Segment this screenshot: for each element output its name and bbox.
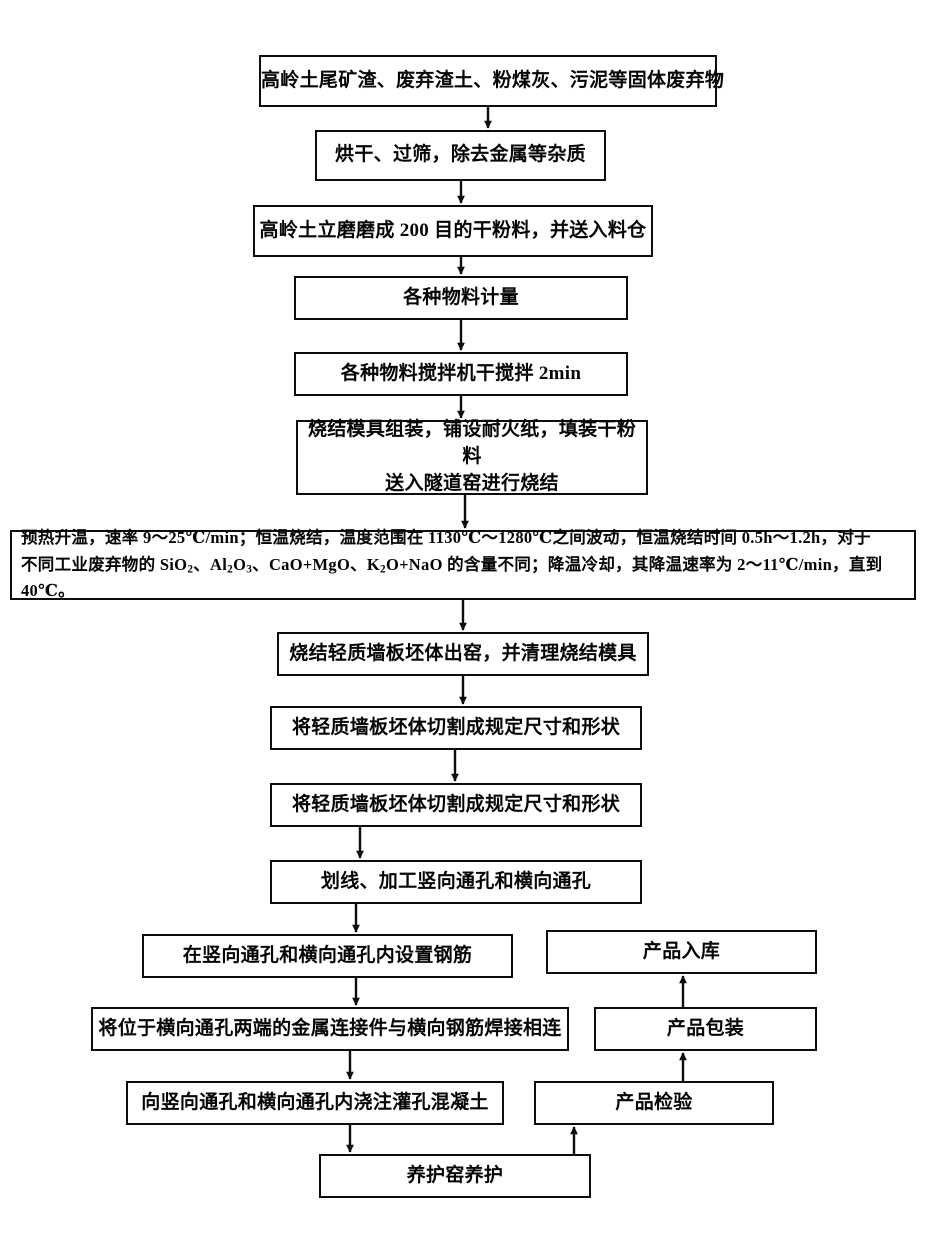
process-node-product-inspection: 产品检验 [534,1081,774,1125]
node-label: 向竖向通孔和横向通孔内浇注灌孔混凝土 [141,1091,489,1113]
node-label: 在竖向通孔和横向通孔内设置钢筋 [182,944,473,966]
node-label: 养护窑养护 [406,1164,504,1186]
process-node-product-packaging: 产品包装 [594,1007,817,1051]
node-label: 各种物料计量 [403,286,519,308]
process-node-cutting-1: 将轻质墙板坯体切割成规定尺寸和形状 [270,706,642,750]
parameters-line-2-a: 不同工业废弃物的 SiO [21,554,188,574]
parameters-line-2-e: O+NaO 的含量不同；降温冷却，其降温速率为 2～11℃/min，直到 40℃… [21,554,883,601]
node-label: 划线、加工竖向通孔和横向通孔 [320,870,592,892]
process-node-unloading-kiln: 烧结轻质墙板坯体出窑，并清理烧结模具 [277,632,649,676]
process-node-marking-drilling: 划线、加工竖向通孔和横向通孔 [270,860,642,904]
node-label: 产品检验 [615,1091,693,1113]
subscript-al2: 2 [227,563,234,576]
node-label: 烧结轻质墙板坯体出窑，并清理烧结模具 [289,642,637,664]
subscript-k2: 2 [380,563,386,576]
node-label: 高岭土尾矿渣、废弃渣土、粉煤灰、污泥等固体废弃物 [261,69,725,91]
subscript-o3: 3 [246,563,253,576]
process-node-curing-kiln: 养护窑养护 [319,1154,591,1198]
process-node-drying-screening: 烘干、过筛，除去金属等杂质 [315,130,606,181]
parameters-line-2-b: 、Al [193,554,228,574]
parameters-line-2-c: O [233,554,247,574]
process-node-weld-connectors: 将位于横向通孔两端的金属连接件与横向钢筋焊接相连 [91,1007,569,1051]
node-label: 高岭土立磨磨成 200 目的干粉料，并送入料仓 [259,219,647,241]
process-node-material-weighing: 各种物料计量 [294,276,628,320]
parameters-line-2: 不同工业废弃物的 SiO2、Al2O3、CaO+MgO、K2O+NaO 的含量不… [21,552,905,605]
process-node-install-rebar: 在竖向通孔和横向通孔内设置钢筋 [142,934,513,978]
node-label: 产品包装 [666,1017,745,1039]
process-node-cutting-2: 将轻质墙板坯体切割成规定尺寸和形状 [270,783,642,827]
process-node-raw-materials: 高岭土尾矿渣、废弃渣土、粉煤灰、污泥等固体废弃物 [259,55,724,107]
subscript-sio2: 2 [187,563,194,576]
process-node-vertical-milling: 高岭土立磨磨成 200 目的干粉料，并送入料仓 [253,205,653,257]
node-label: 各种物料搅拌机干搅拌 2min [340,362,582,384]
process-node-pour-concrete: 向竖向通孔和横向通孔内浇注灌孔混凝土 [126,1081,504,1125]
parameters-line-2-d: 、CaO+MgO、K [252,554,381,574]
node-label: 烧结模具组装，铺设耐火纸，填装干粉料 送入隧道窑进行烧结 [298,417,646,498]
node-label: 烘干、过筛，除去金属等杂质 [335,144,586,166]
node-label: 产品入库 [642,940,721,962]
process-node-dry-mixing: 各种物料搅拌机干搅拌 2min [294,352,628,396]
process-node-mould-assembly-sintering: 烧结模具组装，铺设耐火纸，填装干粉料 送入隧道窑进行烧结 [296,417,648,498]
node-label: 预热升温，速率 9～25℃/min；恒温烧结，温度范围在 1130℃～1280℃… [12,525,914,605]
node-label-line-1: 烧结模具组装，铺设耐火纸，填装干粉料 [307,419,637,468]
parameters-line-1: 预热升温，速率 9～25℃/min；恒温烧结，温度范围在 1130℃～1280℃… [21,527,871,547]
node-label: 将位于横向通孔两端的金属连接件与横向钢筋焊接相连 [98,1017,562,1039]
node-label: 将轻质墙板坯体切割成规定尺寸和形状 [291,716,621,738]
process-node-sintering-parameters: 预热升温，速率 9～25℃/min；恒温烧结，温度范围在 1130℃～1280℃… [10,528,916,600]
node-label: 将轻质墙板坯体切割成规定尺寸和形状 [291,793,621,815]
process-node-product-warehousing: 产品入库 [546,930,817,974]
node-label-line-2: 送入隧道窑进行烧结 [385,472,559,494]
